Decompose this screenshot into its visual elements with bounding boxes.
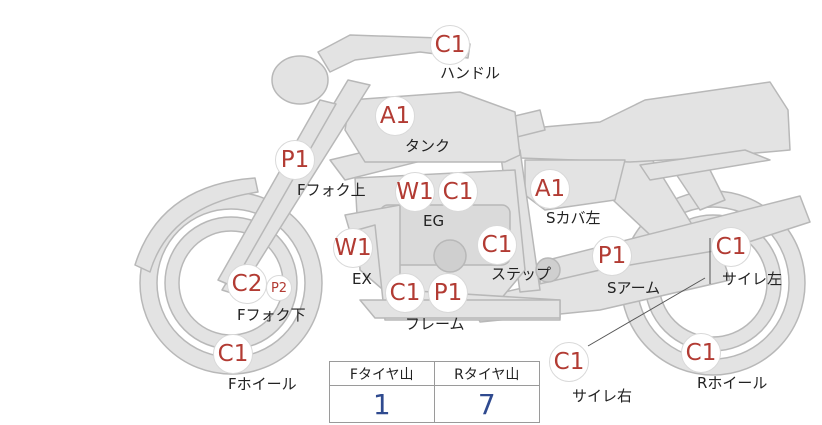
- side-cover-label: Sカバ左: [546, 207, 601, 228]
- fork-lower-label: Fフォク下: [237, 304, 306, 325]
- fork-upper-label: Fフォク上: [297, 179, 366, 200]
- muffler-right-label: サイレ右: [572, 385, 632, 406]
- front-tire-header: Fタイヤ山: [330, 362, 435, 386]
- rear-tire-value: 7: [435, 386, 540, 422]
- step-badge: C1: [477, 225, 517, 265]
- ex-badge: W1: [333, 228, 373, 268]
- step-label: ステップ: [491, 263, 551, 284]
- handle-label: ハンドル: [440, 62, 500, 83]
- headlight: [272, 56, 328, 104]
- rear-wheel-label: Rホイール: [697, 372, 767, 393]
- eg-label: EG: [423, 212, 444, 230]
- fork-lower-p-badge: P2: [266, 275, 292, 301]
- fork-upper-badge: P1: [275, 140, 315, 180]
- front-wheel-badge: C1: [213, 334, 253, 374]
- tank-badge: A1: [375, 96, 415, 136]
- ex-label: EX: [352, 270, 372, 288]
- front-tire-value: 1: [330, 386, 435, 422]
- muffler-left-badge: C1: [711, 227, 751, 267]
- seat: [510, 82, 790, 162]
- rear-wheel-badge: C1: [681, 333, 721, 373]
- tire-tread-table: Fタイヤ山 Rタイヤ山 1 7: [329, 361, 540, 423]
- fork-lower-c-badge: C2: [227, 264, 267, 304]
- handle-badge: C1: [430, 25, 470, 65]
- rear-tire-header: Rタイヤ山: [435, 362, 540, 386]
- swingarm-label: Sアーム: [607, 277, 660, 298]
- eg-c-badge: C1: [438, 172, 478, 212]
- eg-w-badge: W1: [395, 172, 435, 212]
- swingarm-badge: P1: [592, 236, 632, 276]
- frame-label: フレーム: [405, 313, 465, 334]
- tank-label: タンク: [405, 135, 450, 156]
- frame-p-badge: P1: [428, 273, 468, 313]
- side-cover-badge: A1: [530, 169, 570, 209]
- frame-c-badge: C1: [385, 273, 425, 313]
- front-wheel-label: Fホイール: [228, 373, 297, 394]
- muffler-left-label: サイレ左: [722, 268, 782, 289]
- muffler-right-badge: C1: [549, 342, 589, 382]
